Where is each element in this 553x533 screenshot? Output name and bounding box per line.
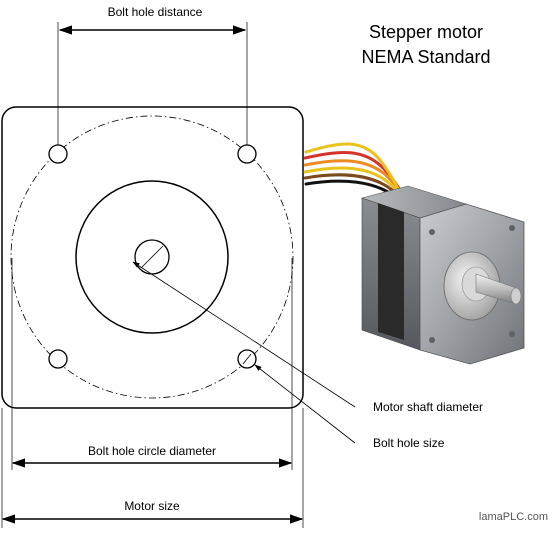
stepper-motor-illustration [303, 142, 525, 365]
bolt-hole-circle [10, 115, 294, 399]
bolt-hole-top-left [48, 144, 68, 164]
motor-shaft-diameter-label: Motor shaft diameter [373, 400, 483, 414]
bolt-hole-circle-diameter-label: Bolt hole circle diameter [88, 444, 216, 458]
motor-face-outline [1, 106, 304, 409]
bolt-hole-bottom-left [48, 349, 68, 369]
pilot-boss-circle [75, 180, 229, 334]
bolt-hole-size-label: Bolt hole size [373, 436, 445, 450]
motor-size-label: Motor size [124, 499, 180, 513]
title-line-2: NEMA Standard [361, 47, 490, 67]
shaft-diameter-line [140, 245, 164, 269]
bolt-hole-size-line [242, 353, 252, 365]
motor-shaft-diameter-leader [132, 261, 356, 408]
watermark-text: lamaPLC.com [479, 511, 548, 523]
bolt-hole-top-right [237, 144, 257, 164]
title-line-1: Stepper motor [369, 22, 483, 42]
bolt-hole-distance-label: Bolt hole distance [108, 5, 203, 19]
bolt-hole-size-leader [254, 364, 356, 444]
